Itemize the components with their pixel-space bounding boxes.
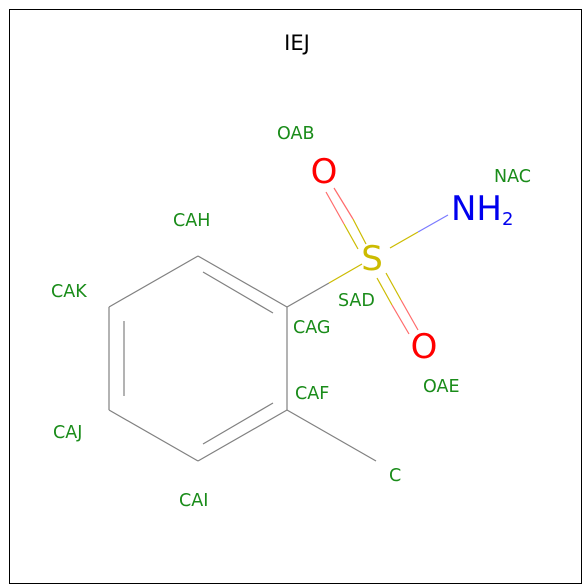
benzene-ring	[108, 255, 288, 462]
atom-label-nac: NAC	[494, 167, 531, 187]
atom-label-cak: CAK	[51, 282, 87, 302]
bond-cah-cag	[197, 255, 288, 308]
bond-caf-cai	[197, 409, 288, 462]
bond-s-o-bottom	[376, 272, 419, 335]
bond-caf-c	[286, 409, 377, 462]
atom-label-oab: OAB	[277, 124, 314, 144]
bond-cag-s-yellow	[328, 263, 363, 284]
atom-label-caf: CAF	[295, 384, 329, 404]
atom-label-cag: CAG	[293, 318, 330, 338]
atom-label-c: C	[389, 466, 401, 486]
atom-label-cai: CAI	[179, 491, 208, 511]
atom-label-caj: CAJ	[53, 423, 82, 443]
bond-s-o-top	[325, 187, 367, 250]
bond-cak-cah	[108, 255, 199, 308]
atom-symbol-oxygen-top: O	[311, 152, 338, 192]
bond-cai-caj	[108, 409, 199, 462]
aromatic-inner-1	[202, 271, 274, 314]
atom-label-oae: OAE	[423, 377, 460, 397]
nitrogen-subscript: 2	[502, 209, 513, 230]
atom-label-sad: SAD	[338, 291, 375, 311]
atom-symbol-nitrogen: NH2	[451, 189, 513, 230]
diagram-frame	[9, 9, 582, 584]
bond-s-n-yellow	[389, 231, 419, 249]
atom-symbol-oxygen-bottom: O	[411, 327, 438, 367]
bond-cag-s-grey	[286, 282, 330, 308]
atom-label-cah: CAH	[173, 211, 210, 231]
diagram-title: IEJ	[284, 31, 310, 55]
aromatic-inner-2	[202, 402, 274, 445]
atom-symbol-sulfur: S	[361, 239, 383, 279]
bond-s-n-blue	[417, 214, 449, 233]
